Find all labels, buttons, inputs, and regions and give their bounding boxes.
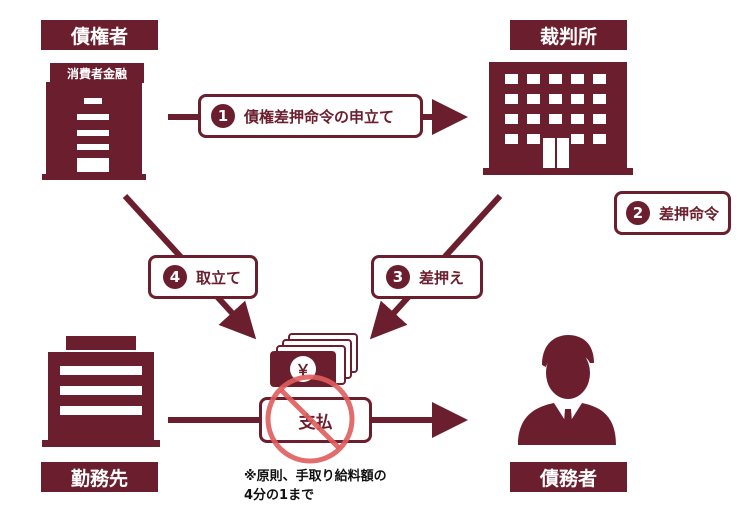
prohibited-icon	[265, 374, 355, 464]
step-2-label: 差押命令	[659, 204, 720, 223]
step-3-label: 差押え	[419, 268, 465, 287]
step-1-label: 債権差押命令の申立て	[244, 107, 395, 126]
workplace-building-icon	[42, 336, 160, 447]
court-label: 裁判所	[510, 20, 627, 50]
step-4-number: 4	[163, 265, 187, 289]
step-1-petition: 1 債権差押命令の申立て	[198, 94, 423, 138]
step-4-label: 取立て	[196, 268, 242, 287]
limit-note-line-1: ※原則、手取り給料額の	[244, 469, 387, 484]
step-1-number: 1	[211, 104, 235, 128]
creditor-label: 債権者	[41, 20, 158, 50]
step-2-order: 2 差押命令	[614, 191, 731, 235]
step-3-seizure: 3 差押え	[371, 255, 483, 299]
payment-box: 支払	[259, 397, 372, 443]
step-4-collection: 4 取立て	[148, 255, 258, 299]
limit-note: ※原則、手取り給料額の 4分の1まで	[244, 467, 387, 505]
businessman-icon	[518, 335, 616, 445]
debtor-label: 債務者	[510, 462, 627, 492]
step-2-number: 2	[626, 201, 650, 225]
step-3-number: 3	[386, 265, 410, 289]
employer-label: 勤務先	[41, 462, 158, 492]
office-building-icon	[42, 82, 146, 180]
creditor-sign: 消費者金融	[50, 63, 144, 83]
court-building-icon	[483, 62, 633, 175]
limit-note-line-2: 4分の1まで	[244, 488, 315, 503]
